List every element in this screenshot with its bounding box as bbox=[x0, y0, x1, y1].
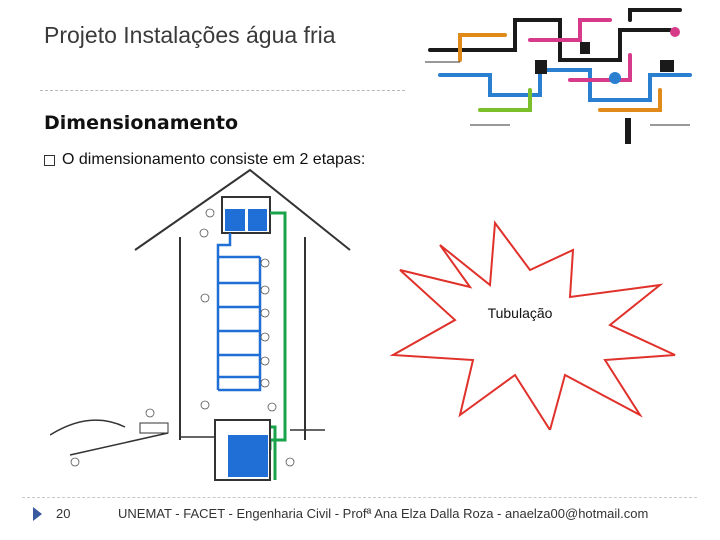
bullet-item: O dimensionamento consiste em 2 etapas: bbox=[44, 151, 365, 169]
title-divider bbox=[40, 90, 405, 91]
section-heading: Dimensionamento bbox=[44, 112, 239, 134]
bullet-text: O dimensionamento consiste em 2 etapas: bbox=[62, 151, 366, 168]
bullet-icon bbox=[44, 154, 55, 166]
plumbing-illustration-icon bbox=[425, 8, 692, 144]
starburst-callout-icon bbox=[389, 220, 676, 430]
page-number: 20 bbox=[56, 506, 71, 521]
slide-title: Projeto Instalações água fria bbox=[44, 22, 336, 48]
house-water-system-diagram-icon bbox=[50, 168, 351, 481]
footer-divider bbox=[22, 497, 697, 498]
slide-bullet-icon bbox=[33, 507, 42, 521]
footer-text: UNEMAT - FACET - Engenharia Civil - Prof… bbox=[118, 506, 649, 521]
